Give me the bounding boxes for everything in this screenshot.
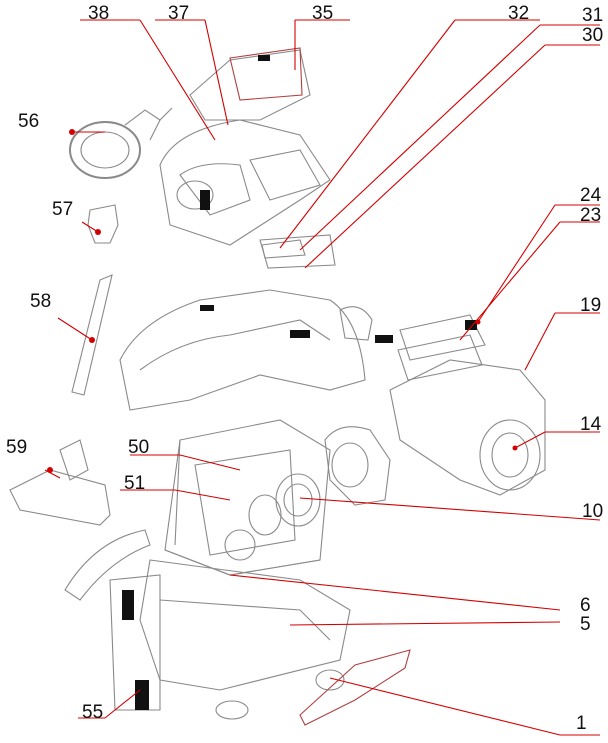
part-number-58: 58 — [30, 291, 52, 312]
bumper-part — [64, 529, 151, 601]
part-number-10: 10 — [582, 501, 604, 522]
side-panel-part — [109, 574, 161, 711]
part-number-37: 37 — [168, 3, 190, 24]
dust-container-part — [164, 419, 331, 576]
part-number-30: 30 — [582, 25, 604, 46]
part-number-23: 23 — [580, 205, 602, 226]
part-number-55: 55 — [82, 702, 104, 723]
part-number-35: 35 — [312, 3, 334, 24]
part-number-5: 5 — [580, 614, 591, 635]
rear-assembly-part — [389, 359, 546, 496]
part-number-24: 24 — [580, 185, 602, 206]
chassis-part — [139, 559, 351, 691]
top-lid-part — [159, 119, 331, 246]
filter-cover-part — [189, 49, 311, 121]
tube-part — [71, 274, 113, 396]
part-number-51: 51 — [124, 473, 146, 494]
part-number-57: 57 — [52, 199, 74, 220]
part-number-50: 50 — [128, 437, 150, 458]
hepa-filter-part — [399, 314, 486, 361]
part-number-1: 1 — [576, 713, 587, 734]
motor-part — [275, 473, 321, 527]
part-number-14: 14 — [580, 414, 602, 435]
part-number-56: 56 — [18, 111, 40, 132]
front-grille-part — [299, 649, 411, 726]
part-number-31: 31 — [582, 5, 604, 26]
floor-nozzle-part — [9, 469, 111, 526]
part-number-6: 6 — [580, 595, 591, 616]
main-body-part — [119, 289, 366, 411]
part-number-19: 19 — [580, 295, 602, 316]
part-number-38: 38 — [88, 3, 110, 24]
hose-part — [69, 121, 141, 179]
part-number-59: 59 — [6, 437, 28, 458]
part-number-32: 32 — [508, 3, 530, 24]
brush-part — [87, 204, 119, 244]
